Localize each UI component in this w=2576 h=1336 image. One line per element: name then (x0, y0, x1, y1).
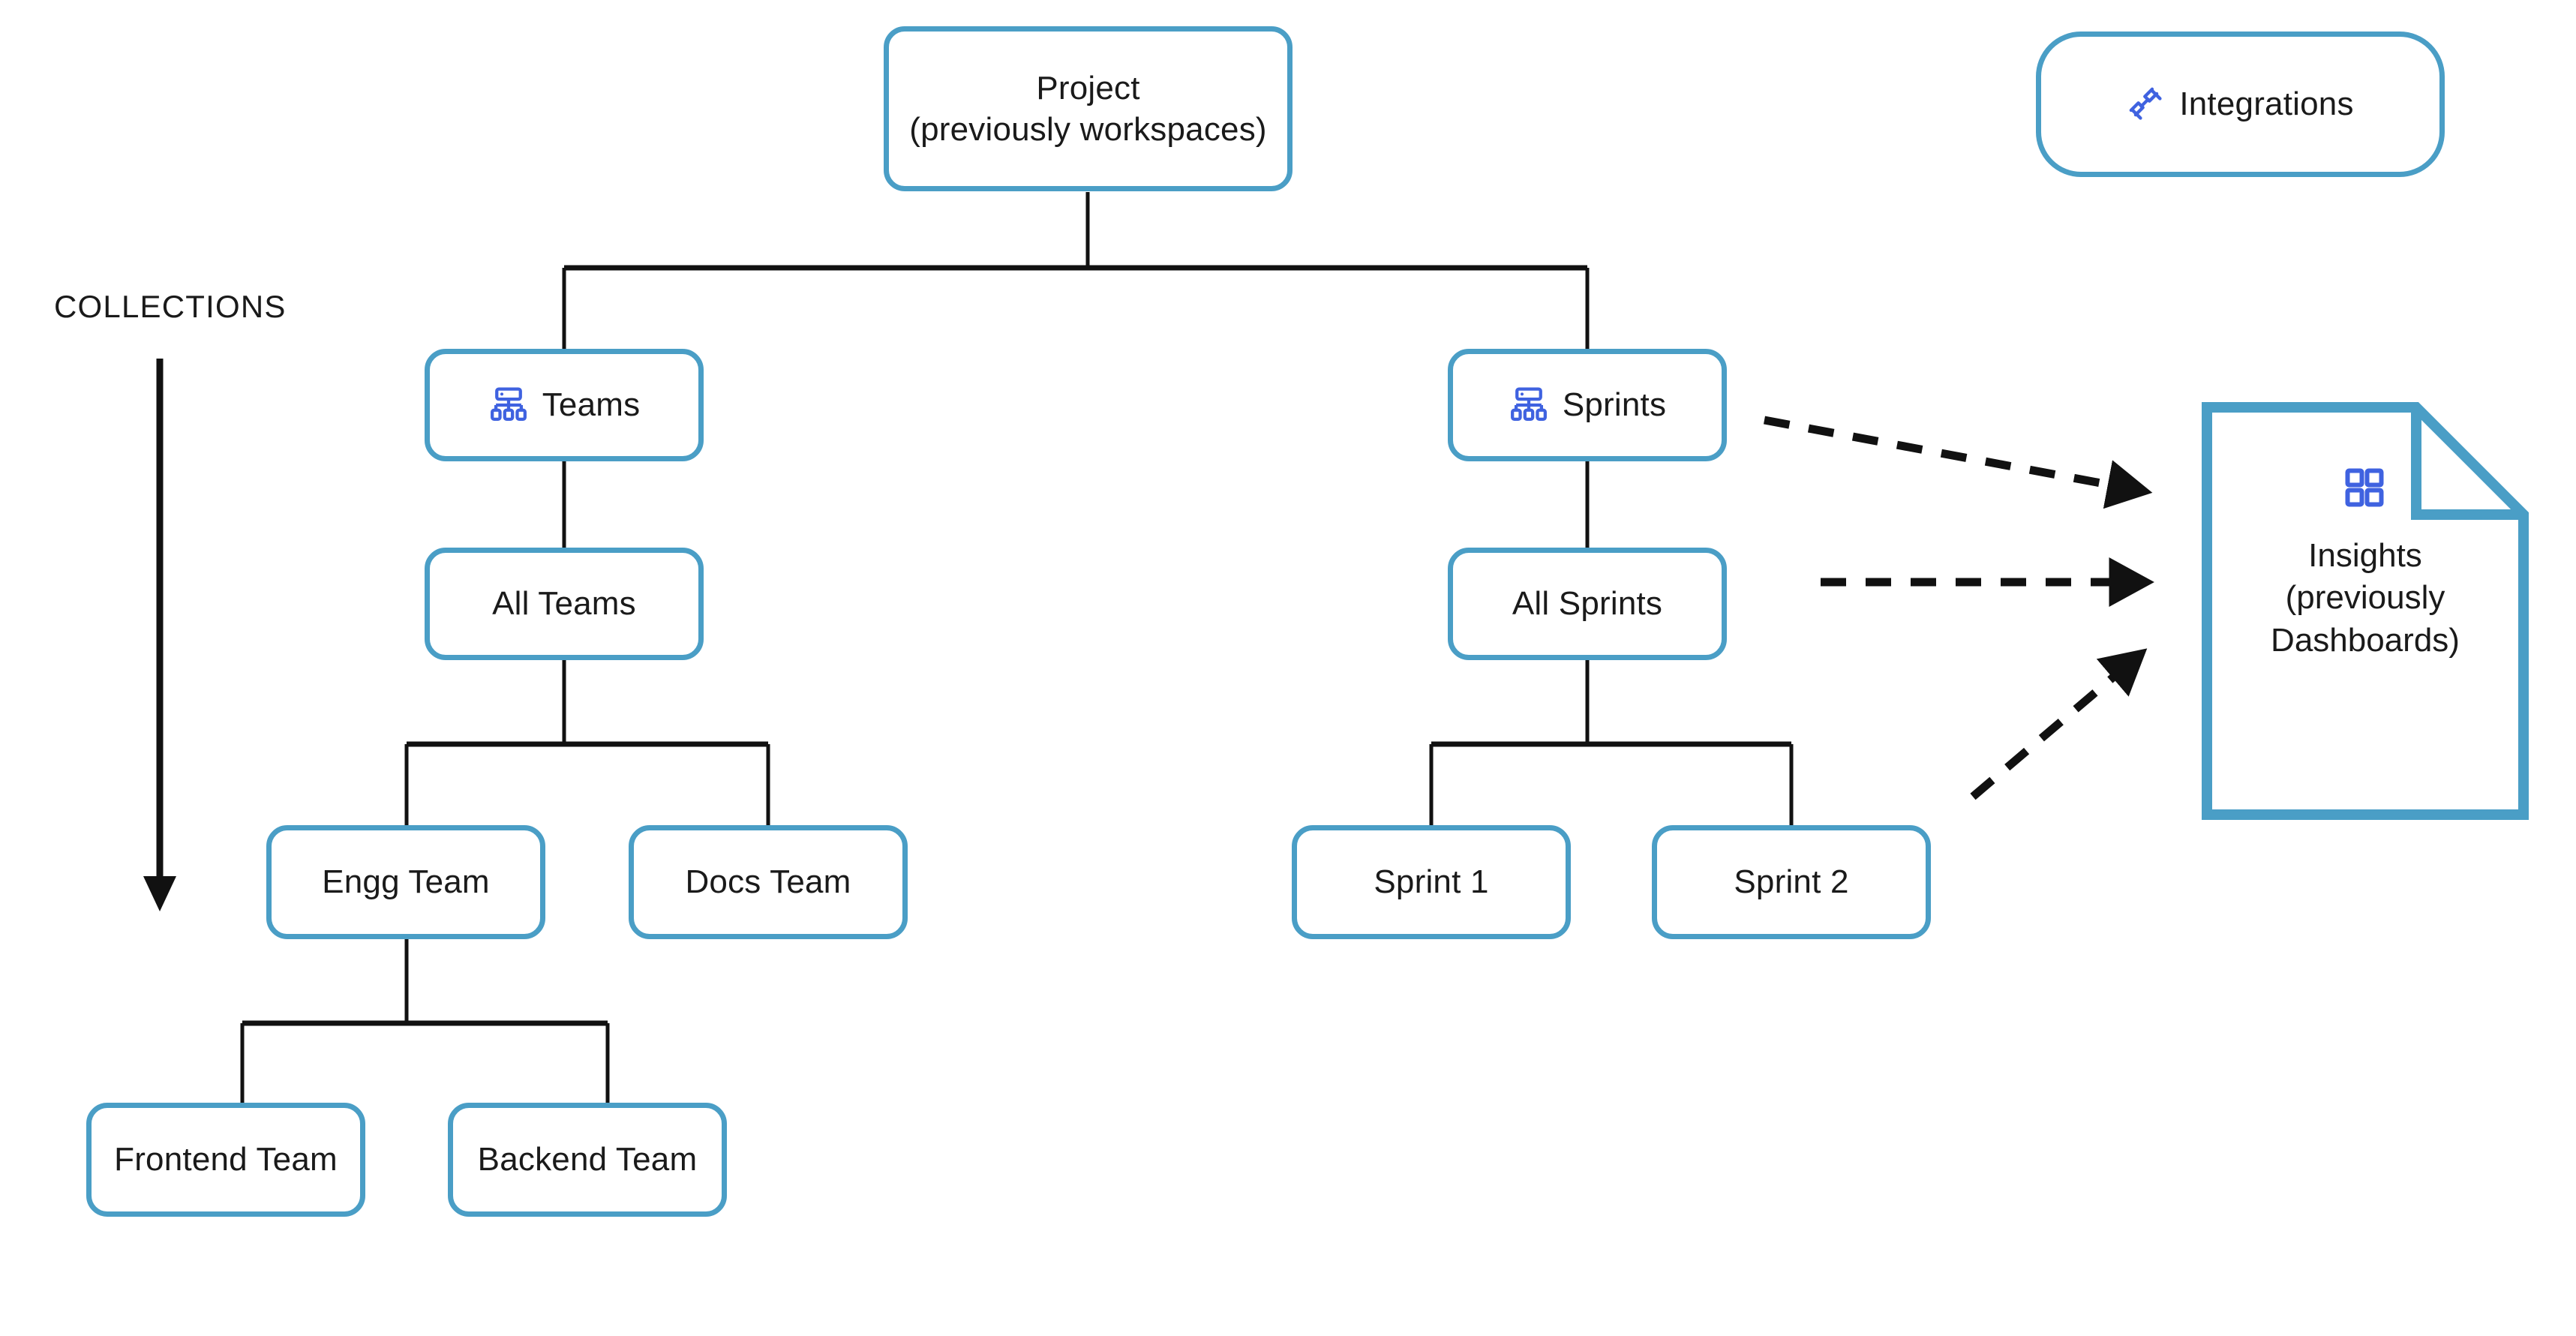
node-frontend-team[interactable]: Frontend Team (86, 1103, 365, 1217)
node-insights[interactable] (2207, 407, 2523, 815)
edge-project-to-branch (562, 192, 1590, 350)
node-teams-label: Teams (542, 386, 641, 424)
node-sprint-2-label: Sprint 2 (1734, 863, 1849, 901)
hierarchy-icon (1509, 385, 1549, 425)
collections-section-label: COLLECTIONS (54, 289, 287, 324)
node-backend-team-label: Backend Team (477, 1141, 698, 1178)
node-project-label: Project (previously workspaces) (909, 69, 1267, 148)
node-project[interactable]: Project (previously workspaces) (884, 26, 1293, 191)
plug-connector-icon (2127, 85, 2166, 124)
node-sprint-2[interactable]: Sprint 2 (1652, 825, 1931, 939)
node-sprint-1[interactable]: Sprint 1 (1292, 825, 1571, 939)
edge-all-sprints-to-children (1429, 660, 1794, 825)
node-all-sprints[interactable]: All Sprints (1448, 548, 1727, 660)
node-frontend-team-label: Frontend Team (114, 1141, 338, 1178)
node-teams[interactable]: Teams (425, 349, 704, 461)
node-integrations-label: Integrations (2179, 86, 2354, 123)
node-insights-label: Insights (previously Dashboards) (2271, 537, 2460, 659)
edge-sprint2-to-insights (1970, 648, 2148, 800)
node-engg-team[interactable]: Engg Team (266, 825, 545, 939)
edge-sprints-to-insights (1763, 416, 2153, 509)
node-sprints-label: Sprints (1562, 386, 1667, 424)
node-backend-team[interactable]: Backend Team (448, 1103, 727, 1217)
node-all-teams[interactable]: All Teams (425, 548, 704, 660)
node-integrations[interactable]: Integrations (2036, 32, 2445, 177)
node-sprint-1-label: Sprint 1 (1374, 863, 1489, 901)
edge-engg-to-children (240, 939, 610, 1103)
node-docs-team[interactable]: Docs Team (629, 825, 908, 939)
node-sprints[interactable]: Sprints (1448, 349, 1727, 461)
node-engg-team-label: Engg Team (322, 863, 490, 901)
hierarchy-icon (488, 385, 529, 425)
edge-all-teams-to-children (404, 660, 770, 825)
grid-dashboard-icon (2342, 465, 2387, 510)
node-all-sprints-label: All Sprints (1512, 585, 1663, 623)
node-docs-team-label: Docs Team (685, 863, 851, 901)
node-all-teams-label: All Teams (492, 585, 636, 623)
collections-direction-arrow (143, 359, 176, 911)
